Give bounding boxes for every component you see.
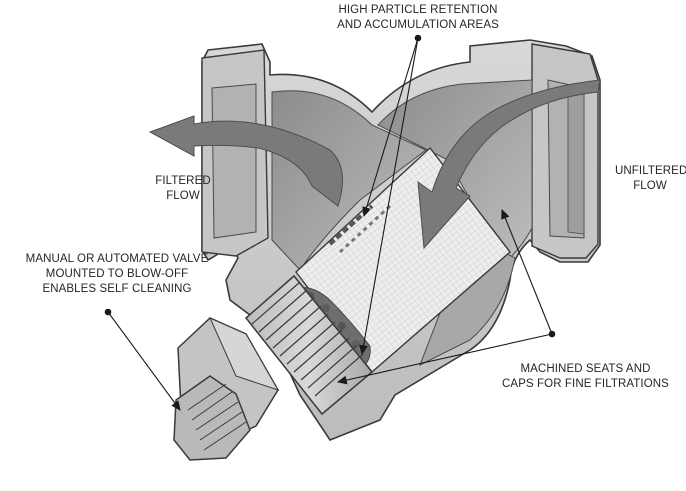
leader-valve <box>108 312 180 410</box>
filtered-flow-label: FILTERED FLOW <box>148 174 218 204</box>
filtered-flow-line-1: FILTERED <box>148 174 218 189</box>
blowoff-valve-label: MANUAL OR AUTOMATED VALVE MOUNTED TO BLO… <box>12 252 222 297</box>
blowoff-valve-line-1: MANUAL OR AUTOMATED VALVE <box>12 252 222 267</box>
machined-seats-line-1: MACHINED SEATS AND <box>488 362 683 377</box>
unfiltered-flow-label: UNFILTERED FLOW <box>615 164 685 194</box>
machined-seats-label: MACHINED SEATS AND CAPS FOR FINE FILTRAT… <box>488 362 683 392</box>
particle-retention-line-2: AND ACCUMULATION AREAS <box>318 18 518 33</box>
blowoff-valve-line-3: ENABLES SELF CLEANING <box>12 282 222 297</box>
particle-retention-line-1: HIGH PARTICLE RETENTION <box>318 3 518 18</box>
unfiltered-flow-line-1: UNFILTERED <box>615 164 685 179</box>
unfiltered-flow-line-2: FLOW <box>615 179 685 194</box>
particle-retention-label: HIGH PARTICLE RETENTION AND ACCUMULATION… <box>318 3 518 33</box>
machined-seats-line-2: CAPS FOR FINE FILTRATIONS <box>488 377 683 392</box>
blowoff-valve-line-2: MOUNTED TO BLOW-OFF <box>12 267 222 282</box>
filtered-flow-line-2: FLOW <box>148 189 218 204</box>
